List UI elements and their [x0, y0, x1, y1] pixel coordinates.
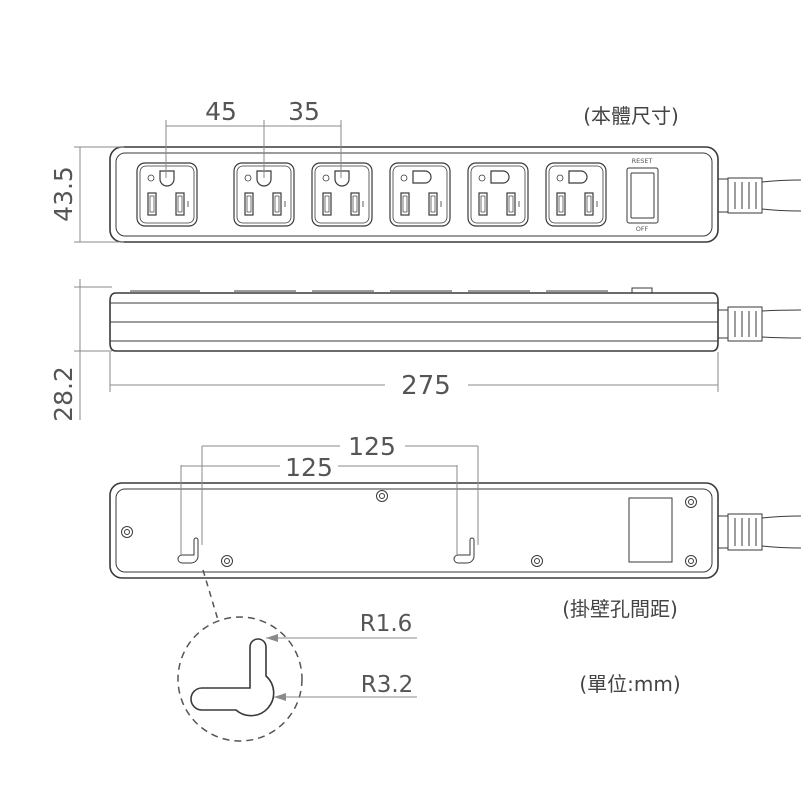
outlet-5: [467, 162, 529, 227]
outlet-marker-icon: [556, 174, 564, 182]
outlet-slot-right-inner: [430, 195, 436, 213]
outlet-slot-left: [147, 192, 157, 216]
outlet-marker-icon: [478, 174, 486, 182]
screw-holes: [121, 490, 697, 567]
outlet-slot-right-inner: [274, 195, 280, 213]
outlet-inner: [470, 165, 526, 224]
outlet-slot-left: [244, 192, 254, 216]
keyhole-detail: R1.6 R3.2 (單位:mm): [177, 569, 681, 742]
ground-pin-icon: [412, 170, 432, 184]
outlet-face: [136, 162, 198, 227]
outlet-slot-right-inner: [352, 195, 358, 213]
dim-r3-2: R3.2: [361, 672, 414, 698]
switch-housing: [626, 167, 659, 224]
outlet-slot-right: [428, 192, 438, 216]
top-view: RESET OFF 45 35 (本體尺寸): [49, 97, 801, 243]
outlet-inner: [548, 165, 604, 224]
ground-pin-icon: [334, 170, 350, 187]
label-area: [628, 497, 673, 563]
outlet-slot-left: [556, 192, 566, 216]
detail-keyhole: [190, 638, 275, 717]
outlet-4: [389, 162, 451, 227]
switch-off-label: OFF: [636, 225, 649, 233]
unit-label: (單位:mm): [579, 672, 680, 696]
dim-125-upper: 125: [348, 432, 396, 461]
outlet-face: [311, 162, 373, 227]
dim-45: 45: [205, 97, 237, 126]
dim-275: 275: [401, 371, 451, 401]
outlet-inner: [392, 165, 448, 224]
outlet-inner: [314, 165, 370, 224]
hole-spacing-label: (掛壁孔間距): [562, 597, 678, 621]
ground-pin-icon: [568, 170, 588, 184]
bottom-view: 125 125 (掛壁孔間距): [109, 432, 801, 621]
outlet-slot-right: [506, 192, 516, 216]
outlet-3: [311, 162, 373, 227]
outlet-marker-icon: [400, 174, 408, 182]
outlet-face: [545, 162, 607, 227]
switch-rocker: [630, 172, 655, 219]
dim-28-2: 28.2: [49, 366, 78, 422]
outlet-spacing-dimensions: 45 35: [165, 97, 342, 178]
outlet-slot-left-inner: [324, 195, 330, 213]
outlet-slot-left: [478, 192, 488, 216]
ground-pin-icon: [256, 170, 272, 187]
outlet-marker-icon: [244, 174, 252, 182]
dim-43-5: 43.5: [49, 166, 78, 222]
outlet-slot-right: [272, 192, 282, 216]
switch-reset-label: RESET: [632, 157, 653, 165]
outlet-slot-left-inner: [480, 195, 486, 213]
outlet-marker-icon: [147, 174, 155, 182]
height-dimension: 43.5: [49, 146, 124, 243]
outlet-slot-left-inner: [558, 195, 564, 213]
bottom-view-body: [109, 482, 719, 579]
outlet-group: [136, 162, 607, 227]
cord-top: [718, 177, 801, 214]
outlet-slot-left-inner: [402, 195, 408, 213]
length-dimension: 275: [109, 352, 719, 401]
outlet-face: [467, 162, 529, 227]
body-size-label: (本體尺寸): [583, 104, 679, 128]
outlet-slot-right: [584, 192, 594, 216]
detail-circle: [177, 616, 303, 742]
detail-leader: [202, 569, 219, 621]
outlet-marker-icon: [322, 174, 330, 182]
top-view-inner-edge: [115, 152, 713, 237]
keyhole-slots: [177, 537, 475, 564]
outlet-slot-left: [322, 192, 332, 216]
outlet-slot-right-inner: [586, 195, 592, 213]
outlet-slot-right-inner: [177, 195, 183, 213]
ground-pin-icon: [159, 170, 175, 187]
outlet-inner: [139, 165, 195, 224]
cord-bottom: [718, 513, 801, 551]
outlet-slot-right: [175, 192, 185, 216]
dim-125-lower: 125: [285, 453, 333, 482]
outlet-slot-left-inner: [246, 195, 252, 213]
side-view: 28.2 275: [49, 279, 801, 422]
dim-r1-6: R1.6: [360, 611, 413, 637]
depth-dimension: 28.2: [49, 279, 112, 422]
outlet-6: [545, 162, 607, 227]
outlet-slot-left-inner: [149, 195, 155, 213]
dim-35: 35: [288, 97, 320, 126]
outlet-face: [389, 162, 451, 227]
power-switch: RESET OFF: [626, 157, 659, 233]
outlet-slot-right-inner: [508, 195, 514, 213]
outlet-1: [136, 162, 198, 227]
outlet-slot-left: [400, 192, 410, 216]
hole-spacing-dimensions: 125 125: [180, 432, 479, 556]
outlet-slot-right: [350, 192, 360, 216]
cord-side: [718, 306, 801, 342]
ground-pin-icon: [490, 170, 510, 184]
